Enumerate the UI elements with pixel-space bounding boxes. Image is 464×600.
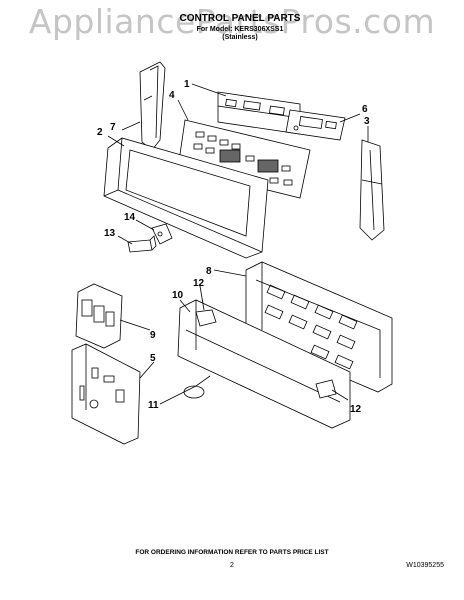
page-number: 2 bbox=[230, 562, 234, 569]
callout-4: 4 bbox=[169, 90, 175, 101]
variant-label: (Stainless) bbox=[222, 34, 258, 41]
document-number: W10395255 bbox=[406, 562, 444, 569]
right-end-cap bbox=[359, 139, 385, 241]
callout-8: 8 bbox=[206, 266, 212, 277]
callout-13: 13 bbox=[104, 228, 116, 239]
mounting-plate bbox=[177, 299, 351, 429]
callout-7: 7 bbox=[110, 122, 116, 133]
callout-2: 2 bbox=[97, 127, 103, 138]
panel-clip bbox=[151, 223, 173, 245]
ordering-note: FOR ORDERING INFORMATION REFER TO PARTS … bbox=[135, 549, 329, 556]
callout-9: 9 bbox=[150, 330, 156, 341]
mounting-bracket bbox=[127, 235, 157, 253]
control-panel-housing bbox=[103, 137, 269, 259]
callout-11: 11 bbox=[148, 400, 159, 411]
callout-6: 6 bbox=[362, 104, 368, 115]
model-label: For Model: KERS306XSS1 bbox=[196, 26, 284, 33]
leader-lines bbox=[107, 83, 369, 405]
relay-board bbox=[75, 283, 123, 349]
left-end-cap bbox=[139, 61, 166, 151]
callout-14: 14 bbox=[124, 212, 136, 223]
callout-3: 3 bbox=[364, 116, 370, 127]
callout-10: 10 bbox=[172, 290, 184, 301]
callout-12-upper: 12 bbox=[193, 278, 205, 289]
callout-5: 5 bbox=[150, 353, 156, 364]
callout-12-lower: 12 bbox=[350, 404, 362, 415]
rear-panel bbox=[245, 261, 393, 393]
cooling-fan bbox=[183, 375, 211, 399]
display-board bbox=[285, 109, 346, 141]
upper-clip bbox=[195, 309, 217, 327]
watermark: AppliancePartsPros.com bbox=[28, 2, 436, 41]
callout-1: 1 bbox=[184, 79, 190, 90]
lower-clip bbox=[315, 379, 337, 399]
diagram-title: CONTROL PANEL PARTS bbox=[179, 13, 301, 24]
main-control-board bbox=[71, 343, 141, 445]
touch-panel bbox=[177, 119, 311, 199]
